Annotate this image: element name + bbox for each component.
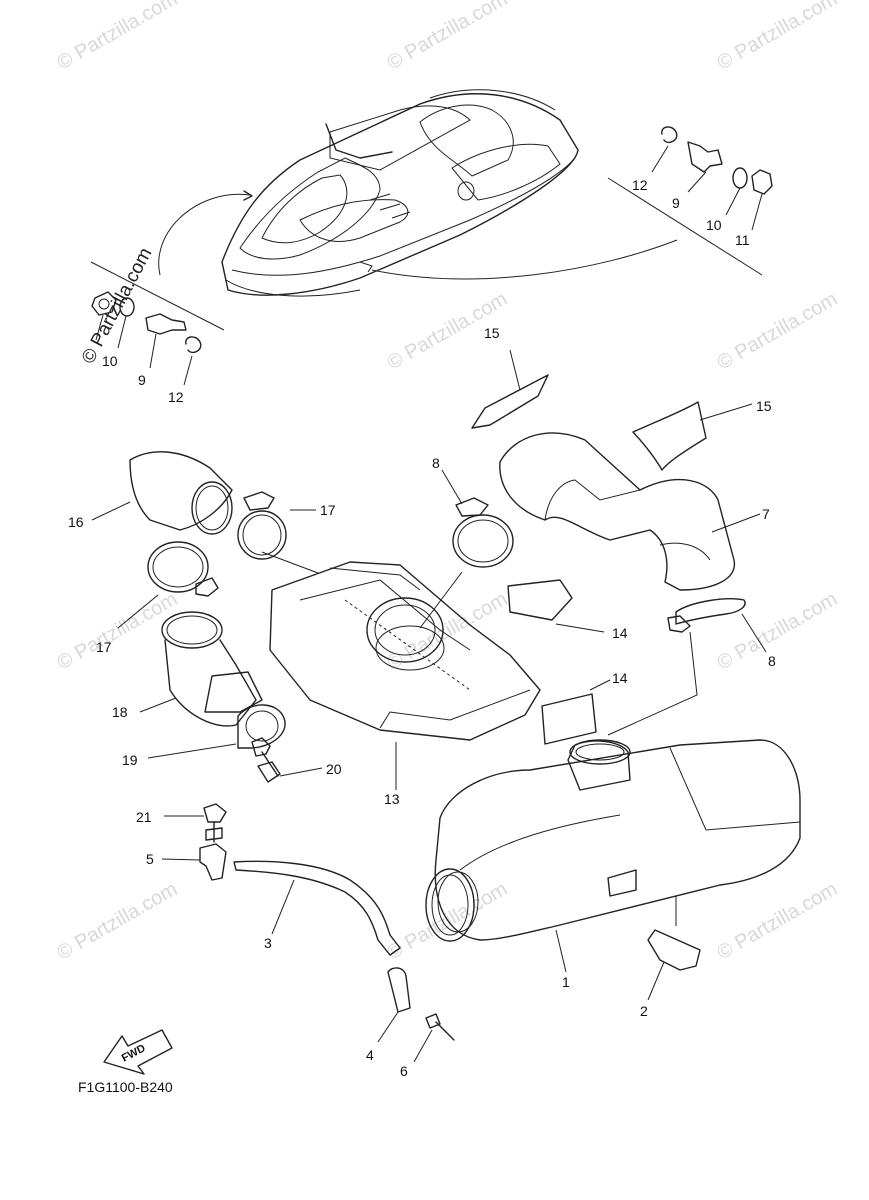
fwd-label: FWD (120, 1042, 148, 1064)
watermark-text-dark: © Partzilla.com (78, 244, 157, 367)
watermark-layer: © Partzilla.com © Partzilla.com © Partzi… (54, 0, 842, 964)
callout-19: 19 (122, 752, 138, 768)
gasket-19 (147, 704, 286, 759)
watermark-text: © Partzilla.com (714, 588, 842, 674)
callout-7: 7 (762, 506, 770, 522)
callout-1: 1 (562, 974, 570, 990)
hose-clamp-8-lower (607, 598, 767, 736)
hose-clamp-8-upper (441, 469, 514, 568)
forward-arrow-icon: FWD (103, 1029, 173, 1075)
hose-clamp-17-upper (237, 491, 319, 574)
callout-15-right: 15 (756, 398, 772, 414)
callout-layer: 1 2 3 4 5 6 7 8 8 9 9 10 10 11 12 12 13 … (68, 177, 776, 1079)
nipple-9 (145, 313, 187, 335)
watermark-text: © Partzilla.com (384, 0, 512, 74)
bracket-4 (377, 967, 411, 1043)
callout-4: 4 (366, 1047, 374, 1063)
watermark-text: © Partzilla.com (714, 878, 842, 964)
pad-15-top (471, 374, 549, 429)
pad-14-upper (507, 579, 573, 621)
callout-10-left: 10 (102, 353, 118, 369)
diagram-code: F1G1100-B240 (78, 1079, 173, 1095)
washer-10 (119, 297, 135, 317)
callout-18: 18 (112, 704, 128, 720)
callout-12-left: 12 (168, 389, 184, 405)
callout-2: 2 (640, 1003, 648, 1019)
nipple-9 (687, 141, 723, 173)
callout-16: 16 (68, 514, 84, 530)
callout-9-right: 9 (672, 195, 680, 211)
watermark-text: © Partzilla.com (54, 878, 182, 964)
reference-brackets (90, 177, 763, 331)
callout-14-lower: 14 (612, 670, 628, 686)
fitting-group-left (91, 291, 202, 386)
clip-12 (661, 126, 678, 144)
callout-11: 11 (735, 232, 750, 248)
hose-7 (499, 432, 761, 591)
callout-15-upper: 15 (484, 325, 500, 341)
watermark-text: © Partzilla.com (54, 0, 182, 74)
bolt-20 (251, 737, 323, 783)
callout-10-right: 10 (706, 217, 722, 233)
watermark-text: © Partzilla.com (714, 288, 842, 374)
pad-15-group (471, 349, 753, 471)
mount-2 (647, 929, 701, 1001)
pad-14-group (507, 579, 611, 745)
watermark-text: © Partzilla.com (714, 0, 842, 74)
nut-11 (751, 169, 773, 195)
pad-15-right (632, 401, 707, 471)
watercraft-illustration (221, 89, 579, 297)
air-silencer-13 (269, 561, 541, 790)
callout-5: 5 (146, 851, 154, 867)
callout-21: 21 (136, 809, 152, 825)
callout-13: 13 (384, 791, 400, 807)
callout-12-right: 12 (632, 177, 648, 193)
rivet-6 (413, 1013, 455, 1063)
hose-clamp-17-lower (117, 541, 219, 629)
duct-16 (91, 451, 233, 535)
callout-17-upper: 17 (320, 502, 336, 518)
callout-6: 6 (400, 1063, 408, 1079)
silencer-1 (425, 739, 801, 973)
callout-17-lower: 17 (96, 639, 112, 655)
nut-11 (91, 291, 117, 316)
washer-10 (732, 167, 748, 189)
holder-5 (161, 843, 227, 881)
elbow-18 (139, 611, 263, 727)
callout-20: 20 (326, 761, 342, 777)
callout-3: 3 (264, 935, 272, 951)
callout-9-left: 9 (138, 372, 146, 388)
bolt-21 (164, 803, 227, 843)
callout-8-upper: 8 (432, 455, 440, 471)
fitting-group-right (651, 126, 773, 231)
callout-14-upper: 14 (612, 625, 628, 641)
callout-8-lower: 8 (768, 653, 776, 669)
band-3 (233, 860, 401, 956)
clip-12 (185, 336, 202, 354)
pad-14-lower (541, 693, 597, 745)
